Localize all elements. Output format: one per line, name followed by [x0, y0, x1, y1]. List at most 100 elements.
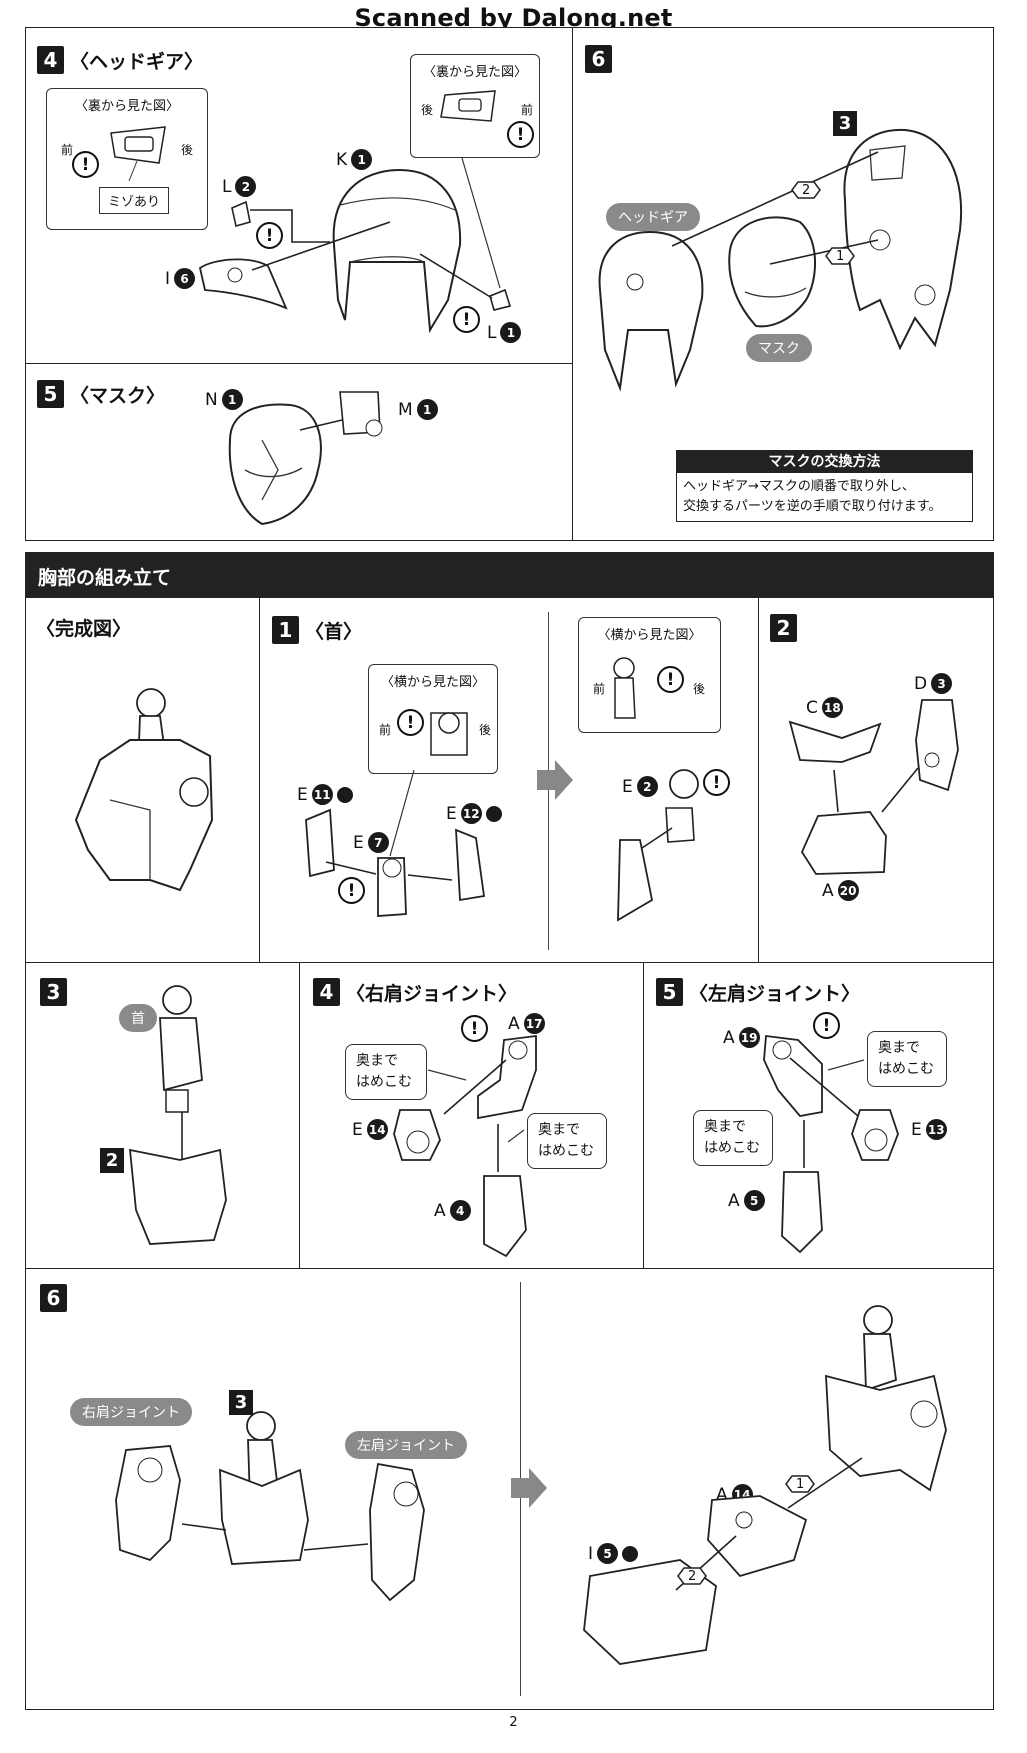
note-line: はめこむ [356, 1074, 412, 1090]
note-press-fully-1: 奥まで はめこむ [867, 1031, 947, 1087]
pill-headgear: ヘッドギア [606, 203, 700, 231]
part-letter: A [723, 1027, 735, 1048]
mask-swap-line-2: 交換するパーツを逆の手順で取り付けます。 [683, 499, 942, 514]
note-line: 奥まで [878, 1040, 920, 1056]
part-number: 2 [235, 176, 257, 197]
part-letter: I [588, 1543, 594, 1564]
part-L-back-view-small [440, 90, 496, 122]
part-number: 7 [367, 832, 389, 853]
part-letter: M [398, 399, 413, 420]
caution-icon: ! [72, 151, 99, 178]
part-letter: A [508, 1013, 520, 1034]
part-letter: C [806, 697, 818, 718]
part-number: 12 [460, 803, 482, 824]
part-letter: A [716, 1484, 728, 1505]
step-4-right-shoulder-heading: 4 〈右肩ジョイント〉 [313, 978, 517, 1006]
part-number: 6 [174, 268, 196, 289]
part-letter: E [622, 776, 633, 797]
part-number-3: 3 [229, 1390, 253, 1415]
step5-drawing [763, 1034, 899, 1254]
label-back: 後 [693, 682, 706, 696]
part-letter: A [434, 1200, 446, 1221]
caution-icon: ! [703, 769, 730, 796]
part-letter: E [911, 1119, 922, 1140]
runner-icon [622, 1545, 639, 1562]
label-front: 前 [593, 682, 606, 696]
runner-icon [485, 805, 502, 822]
part-number: 1 [416, 399, 438, 420]
callout-back-view-left: 〈裏から見た図〉 前 後 ! ミゾあり [46, 88, 208, 230]
note-line: 奥まで [356, 1053, 398, 1069]
part-letter: L [487, 322, 497, 343]
callout-back-view-right: 〈裏から見た図〉 後 前 ! [410, 54, 540, 158]
neck-side-view-2 [613, 657, 636, 719]
step4-drawing [393, 1034, 537, 1258]
step-5-mask-heading: 5 〈マスク〉 [37, 380, 165, 408]
part-number: 5 [743, 1190, 765, 1211]
part-number: 11 [311, 784, 333, 805]
part-letter: E [446, 803, 457, 824]
step-number: 1 [272, 616, 299, 644]
part-letter: E [297, 784, 308, 805]
next-step-arrow [537, 760, 573, 800]
step-title: 〈左肩ジョイント〉 [689, 982, 861, 1005]
label-front: 前 [379, 723, 392, 737]
page-number: 2 [509, 1715, 518, 1730]
note-line: はめこむ [704, 1140, 760, 1156]
note-line: 奥まで [704, 1119, 746, 1135]
step-title: 〈マスク〉 [70, 384, 166, 407]
chest-complete-drawing [74, 688, 214, 892]
label-front: 前 [61, 143, 74, 157]
part-number: 13 [925, 1119, 947, 1140]
pill-mask: マスク [746, 334, 812, 362]
step-6-heading: 6 [585, 45, 612, 73]
part-number: 18 [821, 697, 843, 718]
step-number: 3 [40, 978, 67, 1006]
order-2: 2 [802, 183, 811, 198]
note-press-fully-1: 奥まで はめこむ [345, 1044, 427, 1100]
part-number: 5 [597, 1543, 619, 1564]
panel-step2 [758, 598, 994, 963]
caution-icon: ! [507, 121, 534, 148]
pill-neck: 首 [119, 1004, 157, 1032]
note-press-fully-2: 奥まで はめこむ [527, 1113, 607, 1169]
step-number: 4 [313, 978, 340, 1006]
part-letter: A [728, 1190, 740, 1211]
part-number: 1 [500, 322, 522, 343]
complete-title: 〈完成図〉 [36, 618, 132, 640]
step-number: 5 [656, 978, 683, 1006]
label-front: 前 [521, 103, 534, 117]
step2-drawing [788, 699, 959, 875]
headgear-assembly-drawing [198, 157, 512, 526]
pill-left-shoulder-joint: 左肩ジョイント [345, 1431, 467, 1459]
part-number: 14 [366, 1119, 388, 1140]
part-letter: E [353, 832, 364, 853]
neck-assembly-drawing [305, 769, 486, 917]
step-2-heading: 2 [770, 614, 797, 642]
part-number-2: 2 [100, 1148, 124, 1173]
runner-icon [336, 786, 353, 803]
part-letter: D [914, 673, 928, 694]
label-back: 後 [479, 723, 492, 737]
step3-drawing [128, 985, 227, 1245]
step-number: 5 [37, 380, 64, 408]
part-number: 17 [523, 1013, 545, 1034]
step-title: 〈右肩ジョイント〉 [346, 982, 518, 1005]
note-line: 奥まで [538, 1122, 580, 1138]
caution-icon: ! [453, 306, 480, 333]
